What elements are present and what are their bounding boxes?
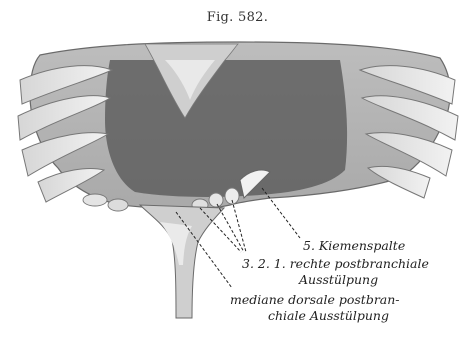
label-postbranchiale-line1: 3. 2. 1. rechte postbranchiale: [242, 256, 429, 271]
label-kiemenspalte: 5. Kiemenspalte: [303, 238, 405, 253]
leader-rechte-1: [232, 200, 246, 252]
outpouching-left-a: [83, 194, 107, 206]
label-postbranchiale-line2: Ausstülpung: [299, 272, 378, 287]
dark-central-region: [105, 60, 347, 197]
outpouching-right-2: [209, 193, 223, 207]
outpouching-left-b: [108, 199, 128, 211]
label-median-line2: chiale Ausstülpung: [268, 308, 389, 323]
label-median-line1: mediane dorsale postbran-: [230, 292, 400, 307]
